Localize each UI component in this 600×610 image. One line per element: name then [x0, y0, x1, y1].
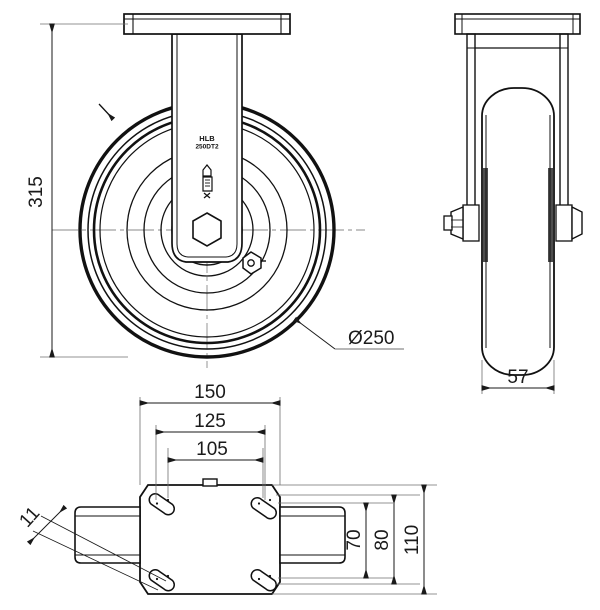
plan-fork-left [74, 506, 141, 564]
axle-left-washer [462, 204, 480, 242]
dimension-depth-110: 110 [402, 484, 427, 595]
side-axle-assembly [443, 204, 583, 242]
mounting-slot-top-left [148, 493, 175, 516]
plate-outline [123, 13, 291, 35]
mounting-slot-top-right [250, 497, 277, 520]
side-hub-right-band [548, 168, 553, 262]
grease-nipple [242, 251, 266, 275]
dimension-bolt-105: 105 [167, 439, 264, 463]
grease-nipple-hole [247, 259, 255, 267]
caster-fork [171, 33, 243, 263]
side-wheel [481, 87, 555, 376]
dimension-wheel-diameter: Ø250 [293, 316, 404, 350]
plan-mounting-slots [148, 493, 277, 592]
axle-hex-nut-side-right [571, 205, 583, 241]
dimension-label-125: 125 [194, 411, 226, 432]
grease-nipple-body [242, 251, 262, 275]
dimension-depth-80: 80 [372, 494, 397, 585]
hex-nut-outline [192, 212, 222, 247]
dimension-label-70: 70 [344, 529, 365, 550]
dimension-label-150: 150 [194, 382, 226, 403]
tire-leader-arrow [98, 103, 116, 122]
hub-symbol-mark [202, 164, 213, 199]
dimension-bolt-125: 125 [155, 411, 266, 435]
side-elevation-view: 57 [443, 13, 583, 394]
side-hub-left-band [483, 168, 488, 262]
dimension-label-57: 57 [507, 367, 528, 388]
hub-logo-line2: 250DT2 [195, 144, 219, 151]
bottom-plan-view: 150 125 105 70 80 [16, 382, 437, 595]
plan-fork-right [279, 506, 346, 564]
dimension-holes-70: 70 [344, 502, 369, 579]
fork-body [171, 33, 243, 263]
side-top-plate [454, 13, 581, 35]
plate-tab-outline [202, 478, 218, 487]
front-elevation-view: HLB 250DT2 315 [26, 13, 404, 368]
side-plate-outline [454, 13, 581, 35]
plan-plate-outline [139, 484, 281, 595]
side-wheel-outline [481, 87, 555, 376]
plan-extension-lines-top [139, 397, 281, 500]
top-mounting-plate [123, 13, 291, 35]
hub-logo: HLB 250DT2 [195, 134, 219, 199]
dimension-label-110: 110 [402, 525, 423, 555]
hub-logo-line1: HLB [199, 134, 215, 143]
axle-hex-nut-side [450, 205, 464, 241]
dimension-width-57: 57 [481, 360, 555, 394]
axle-bolt-end [443, 215, 453, 231]
dimension-label-250: Ø250 [348, 328, 394, 349]
plan-fork-legs [74, 506, 346, 564]
fork-bottom-inner-arc [176, 243, 238, 258]
dimension-height-315: 315 [26, 23, 128, 358]
dimension-plate-150: 150 [139, 382, 281, 406]
axle-right-washer [555, 204, 573, 242]
axle-hex-nut [192, 212, 222, 247]
plan-plate-tab [202, 478, 218, 487]
leader-line-250 [293, 316, 336, 350]
mounting-slot-bottom-left [148, 569, 175, 592]
dimension-label-80: 80 [372, 529, 393, 550]
dim-line-11 [26, 504, 68, 546]
dimension-label-105: 105 [196, 439, 228, 460]
dimension-label-315: 315 [26, 176, 47, 208]
plan-extension-lines-right [272, 484, 437, 595]
mounting-slot-bottom-right [250, 569, 277, 592]
